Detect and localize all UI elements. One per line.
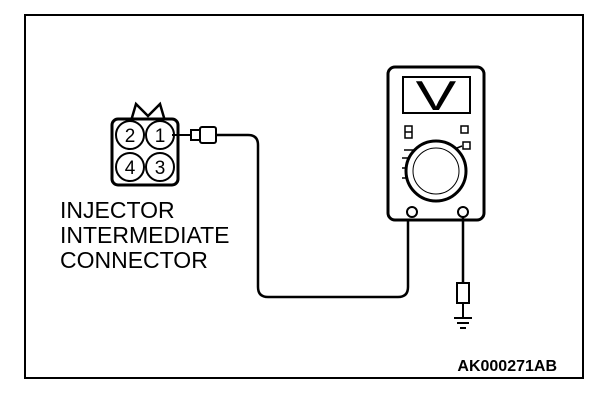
- probe-body: [199, 126, 217, 144]
- voltmeter-jack-positive: [406, 206, 418, 218]
- connector-label-line-1: INJECTOR: [60, 197, 175, 223]
- ground-probe-body: [456, 282, 470, 304]
- injector-intermediate-connector: 2 1 4 3: [110, 101, 180, 187]
- voltmeter-display-symbol: V: [416, 73, 457, 120]
- pin-label-1: 1: [155, 126, 166, 147]
- ground-lead: [454, 217, 472, 329]
- voltmeter-dial-ring: [412, 147, 460, 195]
- connector-pin-2: [115, 120, 145, 150]
- figure-code: AK000271AB: [457, 358, 557, 375]
- test-lead-wire: [215, 133, 410, 299]
- connector-lock-tab: [129, 101, 167, 122]
- connector-label-line-2: INTERMEDIATE: [60, 222, 230, 248]
- voltmeter-display: [402, 76, 471, 114]
- pin-label-4: 4: [125, 158, 136, 179]
- diagram-frame: [24, 14, 584, 379]
- voltmeter-jack-negative: [457, 206, 469, 218]
- voltmeter-indicator-right-1: [460, 125, 469, 134]
- voltmeter: V: [386, 65, 486, 222]
- connector-pin-3: [145, 152, 175, 182]
- connector-pin-4: [115, 152, 145, 182]
- connector-label-line-3: CONNECTOR: [60, 247, 208, 273]
- voltmeter-dial: [404, 139, 468, 203]
- test-probe: [172, 126, 217, 144]
- connector-label: INJECTOR INTERMEDIATE CONNECTOR: [60, 197, 230, 273]
- pin-label-3: 3: [155, 158, 166, 179]
- voltmeter-indicator-right-2: [462, 141, 471, 150]
- pin-label-2: 2: [125, 126, 136, 147]
